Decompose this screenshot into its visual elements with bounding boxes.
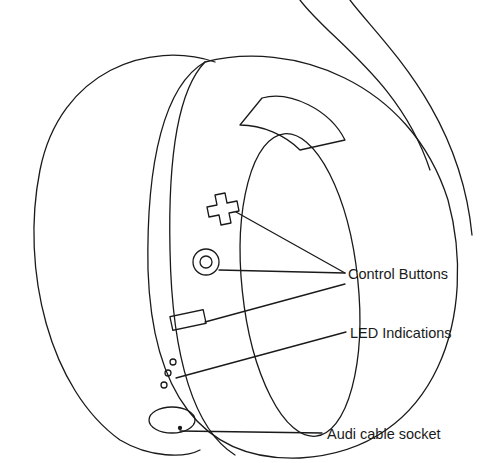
cup-rim bbox=[170, 62, 235, 455]
ear-cushion bbox=[34, 55, 215, 455]
leader-line bbox=[236, 212, 345, 273]
power-button bbox=[193, 249, 219, 275]
leader-line bbox=[180, 431, 322, 433]
minus-button bbox=[170, 310, 206, 331]
plus-button bbox=[207, 193, 239, 225]
cup-face bbox=[226, 128, 373, 442]
headband bbox=[300, 0, 430, 170]
led bbox=[165, 370, 171, 376]
led bbox=[161, 382, 167, 388]
leader-line bbox=[176, 332, 346, 378]
headband-joint bbox=[240, 96, 345, 150]
leader-line bbox=[219, 270, 345, 273]
cable-socket bbox=[149, 407, 195, 433]
led bbox=[170, 359, 176, 365]
headband bbox=[350, 0, 472, 235]
ear-cup bbox=[148, 56, 458, 458]
socket-pin bbox=[179, 427, 182, 430]
power-button-center bbox=[200, 256, 212, 268]
leader-line bbox=[205, 284, 345, 322]
callout-label: LED Indications bbox=[350, 324, 452, 342]
callout-label: Audi cable socket bbox=[327, 425, 441, 443]
callout-label: Control Buttons bbox=[348, 265, 448, 283]
